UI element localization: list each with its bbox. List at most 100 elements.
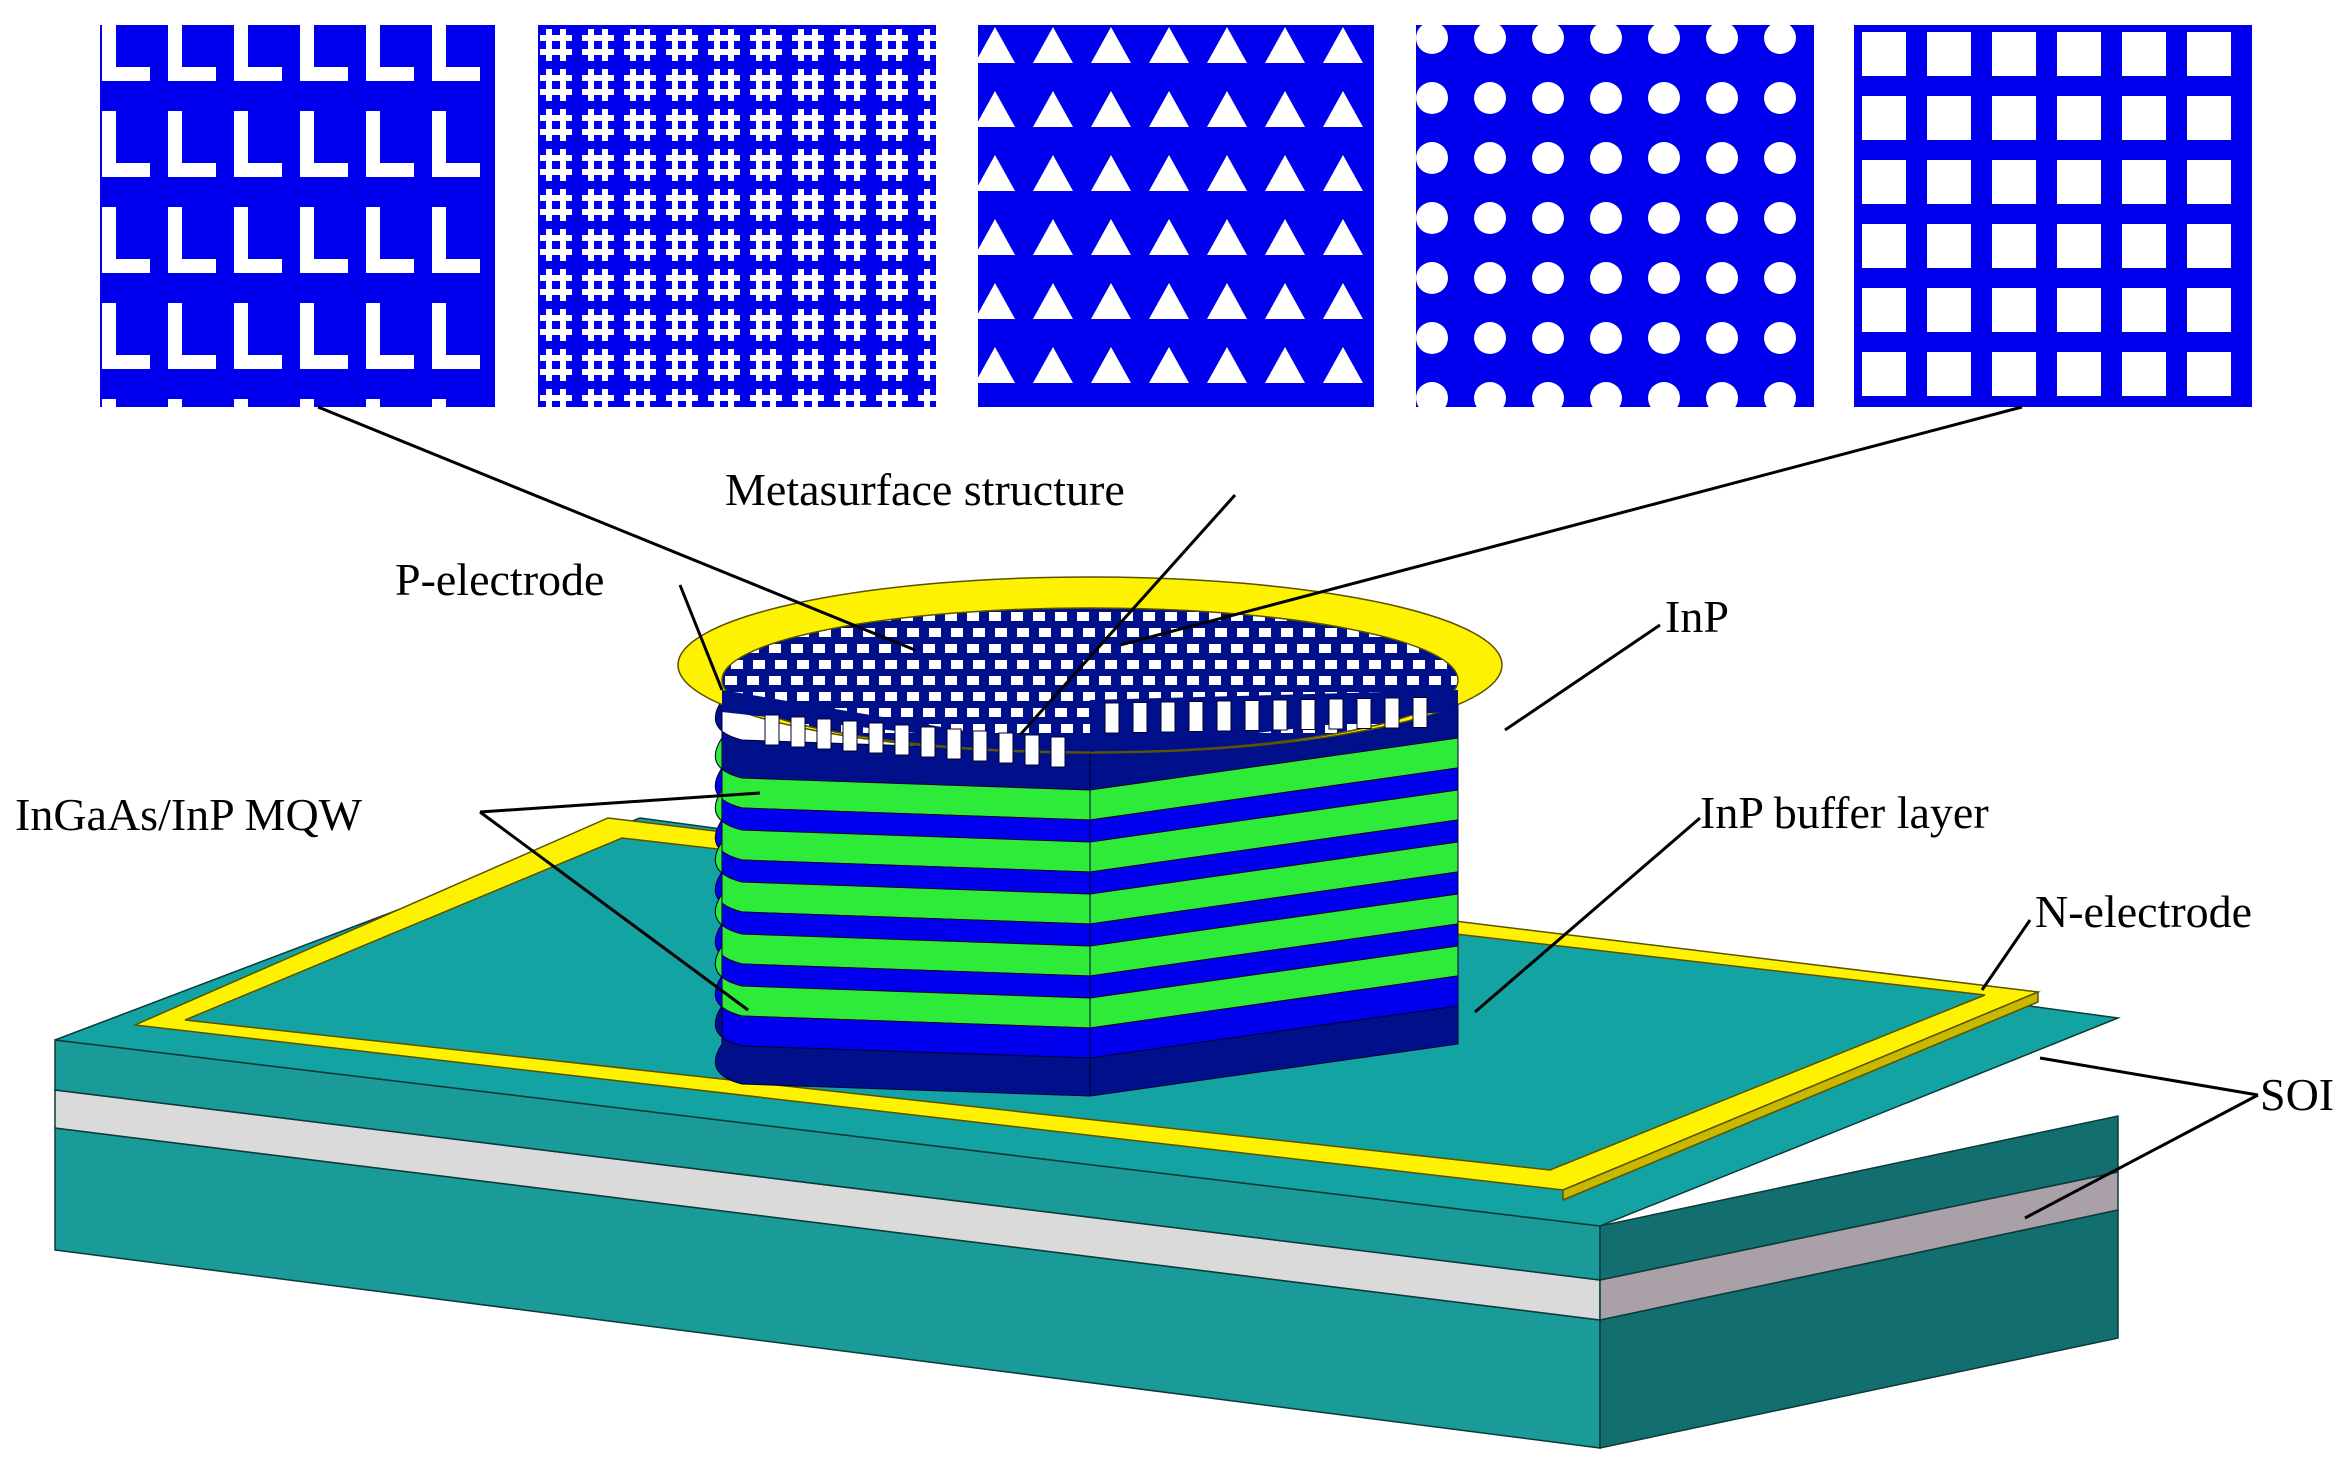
circle-cell <box>1764 202 1796 234</box>
triangle-cell <box>1033 347 1073 383</box>
cross-cell <box>792 115 824 121</box>
cross-cell <box>728 269 734 301</box>
cross-cell <box>918 235 936 241</box>
cross-cell <box>582 235 614 241</box>
cross-cell <box>560 109 566 141</box>
metasurface-pillar <box>946 728 962 760</box>
cross-cell <box>882 29 888 61</box>
cross-cell <box>834 155 866 161</box>
label-n-electrode: N-electrode <box>2035 886 2252 937</box>
triangle-cell <box>978 347 1015 383</box>
cross-cell <box>540 169 572 175</box>
cross-cell <box>624 369 656 375</box>
triangle-cell <box>1149 27 1189 63</box>
cross-cell <box>582 115 614 121</box>
triangle-cell <box>1323 283 1363 319</box>
circle-cell <box>1590 82 1622 114</box>
cross-cell <box>750 289 782 295</box>
metasurface-hole <box>995 660 1007 669</box>
cross-cell <box>840 189 846 221</box>
cross-cell <box>770 149 776 181</box>
metasurface-hole <box>1149 628 1161 637</box>
metasurface-hole <box>973 692 985 701</box>
metasurface-hole <box>1061 692 1073 701</box>
triangle-cell <box>1207 155 1247 191</box>
cross-cell <box>770 269 776 301</box>
triangle-cell <box>1091 283 1131 319</box>
cross-cell <box>588 29 594 61</box>
metasurface-pillar <box>1272 699 1288 731</box>
cross-cell <box>756 109 762 141</box>
cross-cell <box>560 349 566 381</box>
metasurface-hole <box>841 660 853 669</box>
label-inp: InP <box>1665 591 1729 642</box>
metasurface-hole <box>1143 644 1155 653</box>
l-shape-cell <box>102 207 150 273</box>
metasurface-hole <box>945 612 957 621</box>
cross-cell <box>540 275 572 281</box>
cross-cell <box>630 29 636 61</box>
cross-cell <box>882 109 888 141</box>
metasurface-hole <box>1055 708 1067 717</box>
cross-cell <box>834 315 866 321</box>
cross-cell <box>666 329 698 335</box>
cross-cell <box>750 275 782 281</box>
cross-cell <box>792 369 824 375</box>
metasurface-hole <box>929 692 941 701</box>
cross-cell <box>812 109 818 141</box>
cross-cell <box>560 29 566 61</box>
triangle-cell <box>1033 91 1073 127</box>
metasurface-hole <box>989 612 1001 621</box>
triangle-cell <box>978 283 1015 319</box>
metasurface-hole <box>1033 676 1045 685</box>
circle-cell <box>1706 82 1738 114</box>
triangle-cell <box>1323 219 1363 255</box>
cross-cell <box>918 395 936 401</box>
cross-cell <box>918 75 936 81</box>
triangle-cell <box>1323 347 1363 383</box>
metasurface-hole <box>1033 612 1045 621</box>
label-mqw: InGaAs/InP MQW <box>15 789 363 840</box>
metasurface-hole <box>1083 692 1095 701</box>
cross-cell <box>708 209 740 215</box>
cross-cell <box>560 229 566 261</box>
square-cell <box>1862 352 1906 396</box>
metasurface-hole <box>1363 644 1375 653</box>
cross-cell <box>686 229 692 261</box>
cross-cell <box>630 229 636 261</box>
metasurface-hole <box>725 676 737 685</box>
cross-cell <box>792 195 824 201</box>
metasurface-hole <box>973 724 985 733</box>
cross-cell <box>792 169 824 175</box>
cross-cell <box>630 269 636 301</box>
cross-cell <box>918 315 936 321</box>
metasurface-pillar <box>1216 700 1232 732</box>
l-shape-cell <box>432 25 480 81</box>
l-shape-cell <box>168 207 216 273</box>
metasurface-hole <box>775 660 787 669</box>
cross-cell <box>918 369 936 375</box>
l-shape-cell <box>300 303 348 369</box>
cross-cell <box>834 275 866 281</box>
square-cell <box>2057 96 2101 140</box>
metasurface-hole <box>1193 660 1205 669</box>
cross-cell <box>540 35 572 41</box>
metasurface-hole <box>1061 660 1073 669</box>
triangle-cell <box>1149 155 1189 191</box>
cross-cell <box>728 349 734 381</box>
cross-cell <box>666 315 698 321</box>
cross-cell <box>582 49 614 55</box>
metasurface-hole <box>1457 724 1458 733</box>
cross-cell <box>792 395 824 401</box>
cross-cell <box>582 129 614 135</box>
metasurface-hole <box>1259 628 1271 637</box>
cross-cell <box>938 149 944 181</box>
cross-cell <box>770 349 776 381</box>
metasurface-hole <box>1231 644 1243 653</box>
cross-cell <box>708 315 740 321</box>
cross-cell <box>582 155 614 161</box>
cross-cell <box>686 309 692 341</box>
square-cell <box>2187 288 2231 332</box>
metasurface-hole <box>907 660 919 669</box>
cross-cell <box>792 49 824 55</box>
